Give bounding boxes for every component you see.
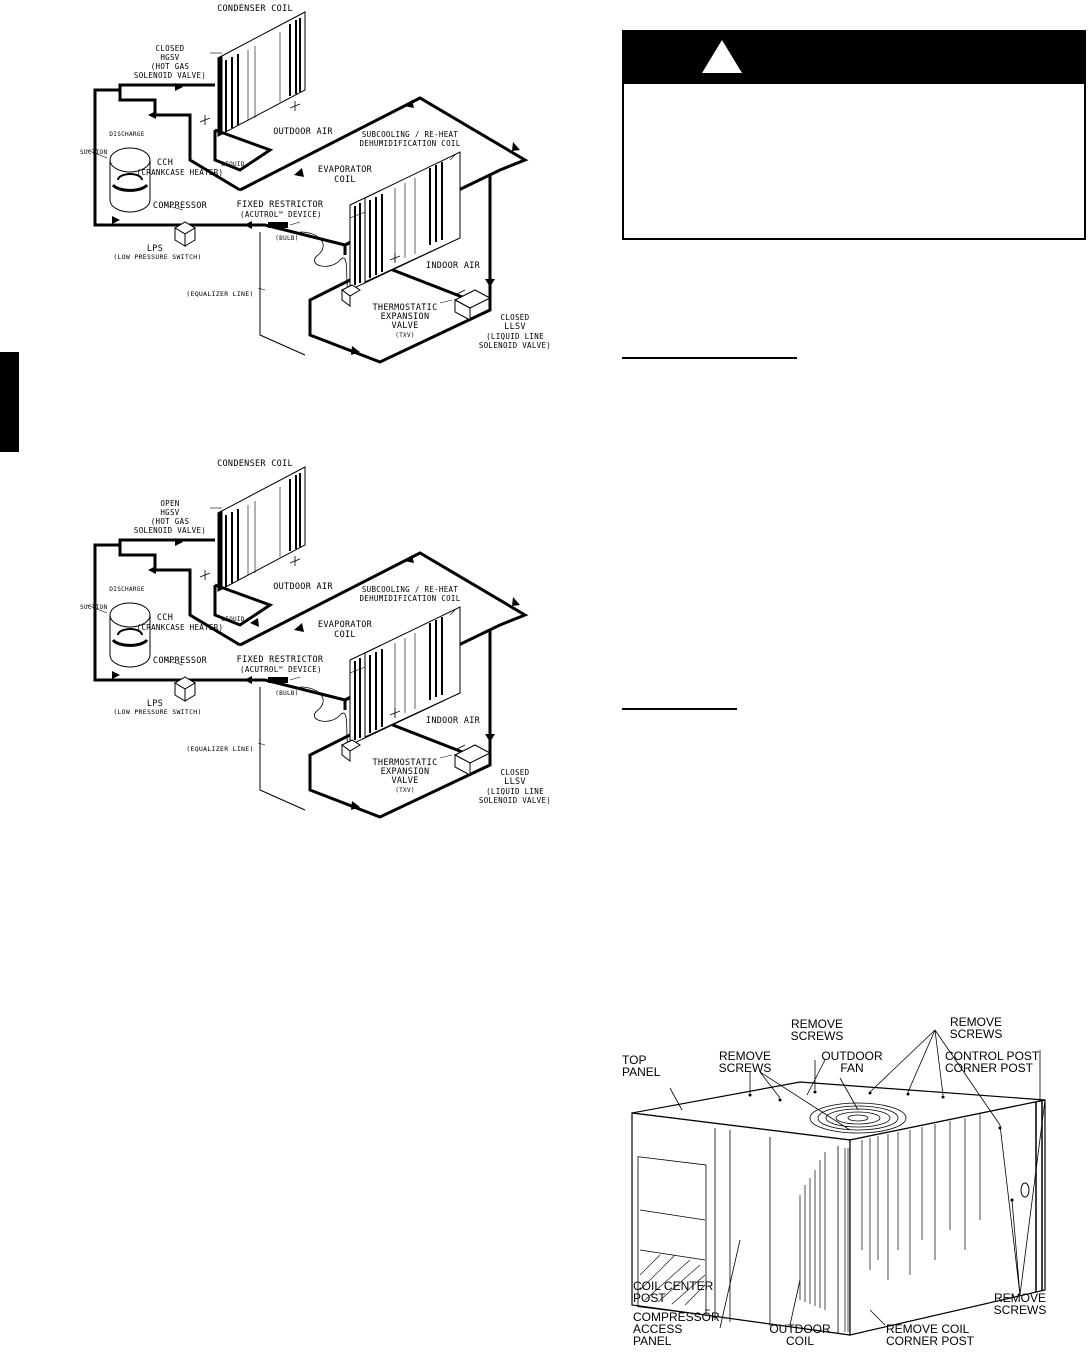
liquid-label: LIQUID xyxy=(221,161,245,168)
subcooling-label-2: DEHUMIDIFICATION COIL xyxy=(359,139,461,148)
section-rule-2 xyxy=(622,708,737,710)
txv-label-2: EXPANSION xyxy=(380,767,430,777)
txv-label-4: (TXV) xyxy=(395,332,415,339)
cch-label: CCH xyxy=(156,613,174,623)
control-post-label-1: CONTROL POST xyxy=(945,1049,1040,1063)
txv-label-2: EXPANSION xyxy=(380,312,430,322)
hgsv-state-label: CLOSED xyxy=(155,44,185,53)
hgsv-label: HGSV xyxy=(160,508,180,517)
evaporator-label-2: COIL xyxy=(334,630,356,640)
cch-desc: (CRANKCASE HEATER) xyxy=(136,623,224,632)
discharge-label: DISCHARGE xyxy=(109,131,145,138)
condenser-coil-label: CONDENSER COIL xyxy=(217,459,293,469)
cch-desc: (CRANKCASE HEATER) xyxy=(136,168,224,177)
outdoor-coil-label-2: COIL xyxy=(785,1334,814,1348)
control-post-label-2: CORNER POST xyxy=(945,1061,1034,1075)
equalizer-label: (EQUALIZER LINE) xyxy=(186,290,254,298)
remove-coil-post-label-1: REMOVE COIL xyxy=(886,1322,970,1336)
txv-label-1: THERMOSTATIC xyxy=(372,758,438,768)
llsv-desc-2: SOLENOID VALVE) xyxy=(478,796,552,805)
indoor-air-label: INDOOR AIR xyxy=(425,261,481,271)
fixed-restrictor-label-2: (ACUTROL™ DEVICE) xyxy=(240,665,322,674)
outdoor-air-label: OUTDOOR AIR xyxy=(273,127,333,137)
hgsv-desc-2: SOLENOID VALVE) xyxy=(133,526,207,535)
bulb-label: (BULB) xyxy=(275,690,299,697)
lps-desc: (LOW PRESSURE SWITCH) xyxy=(113,708,202,716)
compressor-access-label-2: ACCESS xyxy=(633,1322,683,1336)
remove-screws-label-b-1: REMOVE xyxy=(790,1017,843,1031)
discharge-label: DISCHARGE xyxy=(109,586,145,593)
remove-screws-label-d-2: SCREWS xyxy=(993,1303,1047,1317)
warning-box xyxy=(622,30,1086,240)
evaporator-label-1: EVAPORATOR xyxy=(317,165,373,175)
compressor-label: COMPRESSOR xyxy=(152,201,208,211)
hgsv-desc-2: SOLENOID VALVE) xyxy=(133,71,207,80)
txv-label-3: VALVE xyxy=(391,776,419,786)
subcooling-label-1: SUBCOOLING / RE-HEAT xyxy=(361,130,459,139)
remove-coil-post-label-2: CORNER POST xyxy=(886,1334,975,1348)
llsv-label: LLSV xyxy=(504,322,526,332)
hgsv-desc-1: (HOT GAS xyxy=(150,517,190,526)
llsv-label: LLSV xyxy=(504,777,526,787)
txv-label-3: VALVE xyxy=(391,321,419,331)
fixed-restrictor-label-1: FIXED RESTRICTOR xyxy=(236,655,324,665)
hgsv-state-label: OPEN xyxy=(160,499,180,508)
remove-screws-label-a-1: REMOVE xyxy=(718,1049,771,1063)
top-panel-label-2: PANEL xyxy=(622,1065,661,1079)
fixed-restrictor-label-1: FIXED RESTRICTOR xyxy=(236,200,324,210)
evaporator-label-1: EVAPORATOR xyxy=(317,620,373,630)
outdoor-fan-label-2: FAN xyxy=(840,1061,864,1075)
indoor-air-label: INDOOR AIR xyxy=(425,716,481,726)
lps-desc: (LOW PRESSURE SWITCH) xyxy=(113,253,202,261)
remove-screws-label-c-2: SCREWS xyxy=(949,1027,1003,1041)
txv-label-1: THERMOSTATIC xyxy=(372,303,438,313)
section-rule-1 xyxy=(622,357,797,359)
outdoor-fan-label-1: OUTDOOR xyxy=(821,1049,883,1063)
coil-center-post-label-2: POST xyxy=(633,1291,666,1305)
lps-label: LPS xyxy=(146,244,164,254)
txv-label-4: (TXV) xyxy=(395,787,415,794)
llsv-state-label: CLOSED xyxy=(500,313,530,322)
subcooling-label-1: SUBCOOLING / RE-HEAT xyxy=(361,585,459,594)
refrigerant-diagram-bottom: CONDENSER COIL OPEN HGSV (HOT GAS SOLENO… xyxy=(0,455,560,835)
suction-label: SUCTION xyxy=(80,149,108,156)
suction-label: SUCTION xyxy=(80,604,108,611)
liquid-label: LIQUID xyxy=(221,616,245,623)
compressor-access-label-3: PANEL xyxy=(633,1334,672,1348)
llsv-desc-1: (LIQUID LINE xyxy=(486,332,544,341)
llsv-desc-2: SOLENOID VALVE) xyxy=(478,341,552,350)
hgsv-desc-1: (HOT GAS xyxy=(150,62,190,71)
cch-label: CCH xyxy=(156,158,174,168)
outdoor-air-label: OUTDOOR AIR xyxy=(273,582,333,592)
diagram-top-drawing xyxy=(86,11,529,364)
equalizer-label: (EQUALIZER LINE) xyxy=(186,745,254,753)
evaporator-label-2: COIL xyxy=(334,175,356,185)
warning-triangle-icon xyxy=(702,40,742,73)
remove-screws-label-d-1: REMOVE xyxy=(993,1291,1046,1305)
remove-screws-label-c-1: REMOVE xyxy=(949,1015,1002,1029)
top-panel-label-1: TOP xyxy=(622,1053,647,1067)
section-tab xyxy=(0,352,19,452)
lps-label: LPS xyxy=(146,699,164,709)
outdoor-coil-label-1: OUTDOOR xyxy=(769,1322,831,1336)
unit-drawing xyxy=(631,1029,1046,1336)
hgsv-label: HGSV xyxy=(160,53,180,62)
warning-header xyxy=(624,32,1084,84)
fixed-restrictor-label-2: (ACUTROL™ DEVICE) xyxy=(240,210,322,219)
unit-illustration: TOP PANEL REMOVE SCREWS REMOVE SCREWS OU… xyxy=(600,1010,1089,1356)
compressor-label: COMPRESSOR xyxy=(152,656,208,666)
compressor-access-label-1: COMPRESSOR xyxy=(633,1310,720,1324)
remove-screws-label-b-2: SCREWS xyxy=(790,1029,844,1043)
bulb-label: (BULB) xyxy=(275,235,299,242)
diagram-bottom-drawing xyxy=(86,466,529,819)
llsv-state-label: CLOSED xyxy=(500,768,530,777)
llsv-desc-1: (LIQUID LINE xyxy=(486,787,544,796)
condenser-coil-label: CONDENSER COIL xyxy=(217,4,293,14)
coil-center-post-label-1: COIL CENTER xyxy=(633,1279,714,1293)
subcooling-label-2: DEHUMIDIFICATION COIL xyxy=(359,594,461,603)
remove-screws-label-a-2: SCREWS xyxy=(718,1061,772,1075)
refrigerant-diagram-top: CONDENSER COIL CLOSED HGSV (HOT GAS SOLE… xyxy=(0,0,560,380)
